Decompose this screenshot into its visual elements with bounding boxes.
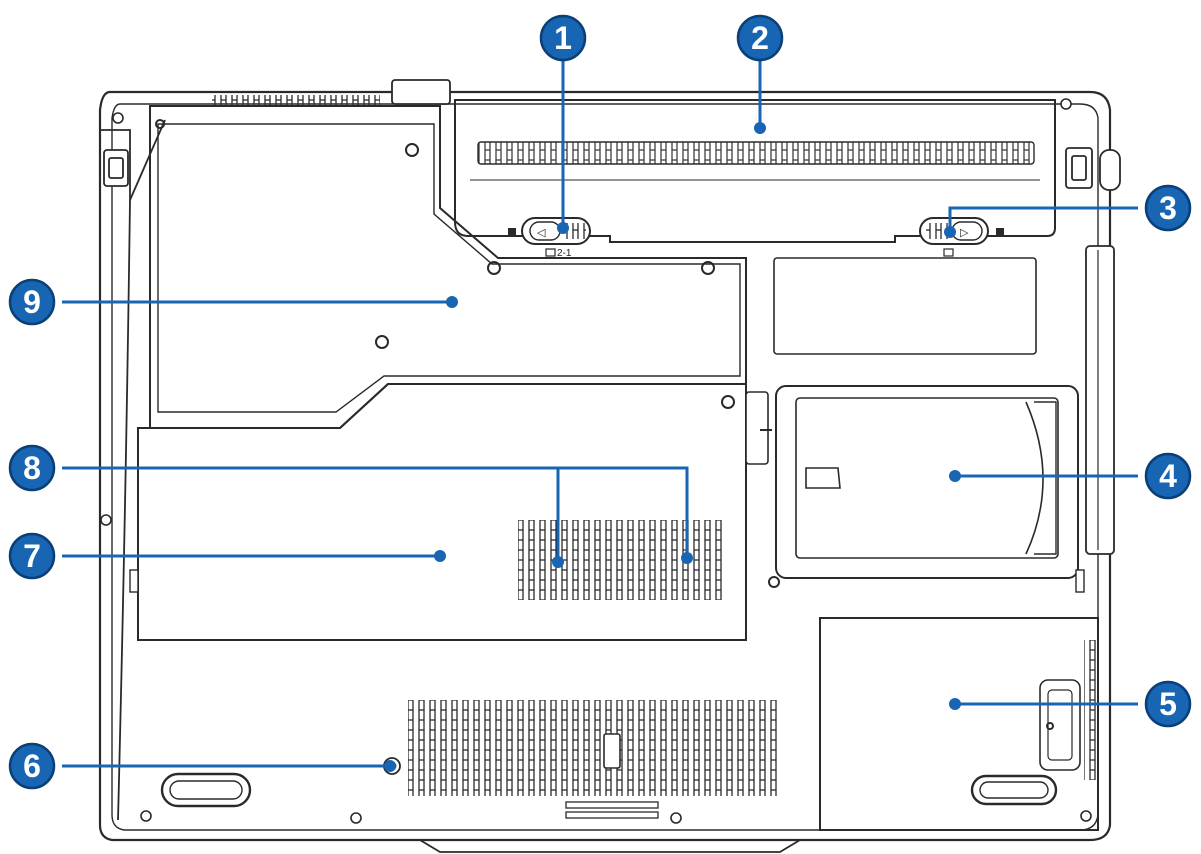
callout-8-anchor-dot [552, 556, 564, 568]
callout-2-number: 2 [751, 20, 769, 56]
callout-7-number: 7 [23, 538, 41, 574]
callout-1-anchor-dot [557, 222, 569, 234]
callout-3-leader [948, 206, 1138, 232]
label-recess [773, 257, 1037, 355]
callout-2-badge [736, 14, 784, 62]
callout-4-number: 4 [1159, 458, 1177, 494]
bottom-vents [408, 700, 780, 819]
callout-1-number: 1 [554, 20, 572, 56]
callout-7-anchor-dot [434, 550, 446, 562]
callout-6: 6 [8, 742, 396, 790]
latch-right-arrow: ▷ [960, 227, 969, 239]
callout-2: 2 [736, 14, 784, 134]
hard-disk-compartment [129, 383, 772, 641]
callout-8-anchor-dot [681, 552, 693, 564]
callout-9-anchor-dot [446, 296, 458, 308]
callout-7-badge [8, 532, 56, 580]
callout-8-number: 8 [23, 450, 41, 486]
callout-3-badge [1144, 184, 1192, 232]
callout-3-anchor-dot [944, 226, 956, 238]
left-side-rail [100, 119, 166, 821]
callout-layer: 1 2 3 4 5 6 7 8 9 [8, 14, 1192, 790]
unlock-icon [545, 248, 556, 257]
chassis-screws [100, 98, 1092, 824]
latch-left-label: 2-1 [557, 248, 572, 259]
callout-6-number: 6 [23, 748, 41, 784]
callout-5-anchor-dot [949, 698, 961, 710]
callout-7: 7 [8, 532, 446, 580]
callout-2-anchor-dot [754, 122, 766, 134]
callout-8-leader [62, 466, 689, 558]
padlock-icon [508, 228, 516, 236]
callout-5-badge [1144, 680, 1192, 728]
callout-5-number: 5 [1159, 686, 1177, 722]
callout-3: 3 [944, 184, 1192, 238]
latch-left-arrow: ◁ [537, 227, 546, 239]
rubber-foot-left [160, 772, 252, 808]
optical-drive-compartment [819, 617, 1099, 831]
callout-8-badge [8, 444, 56, 492]
callout-8: 8 [8, 444, 693, 568]
callout-1: 1 [539, 14, 587, 234]
wireless-card-compartment [768, 385, 1085, 593]
callout-3-number: 3 [1159, 190, 1177, 226]
battery-latch-left[interactable]: ◁ 2-1 [508, 217, 591, 259]
battery-pack [454, 99, 1056, 243]
callout-1-badge [539, 14, 587, 62]
callout-9-number: 9 [23, 284, 41, 320]
callout-6-anchor-dot [384, 760, 396, 772]
callout-4-anchor-dot [949, 470, 961, 482]
hinge-vent [212, 79, 451, 105]
callout-4: 4 [949, 452, 1192, 500]
callout-9-badge [8, 278, 56, 326]
callout-9: 9 [8, 278, 458, 326]
callout-4-badge [1144, 452, 1192, 500]
callout-5: 5 [949, 680, 1192, 728]
padlock-icon [996, 228, 1004, 236]
unlock-icon [943, 248, 954, 257]
callout-6-badge [8, 742, 56, 790]
